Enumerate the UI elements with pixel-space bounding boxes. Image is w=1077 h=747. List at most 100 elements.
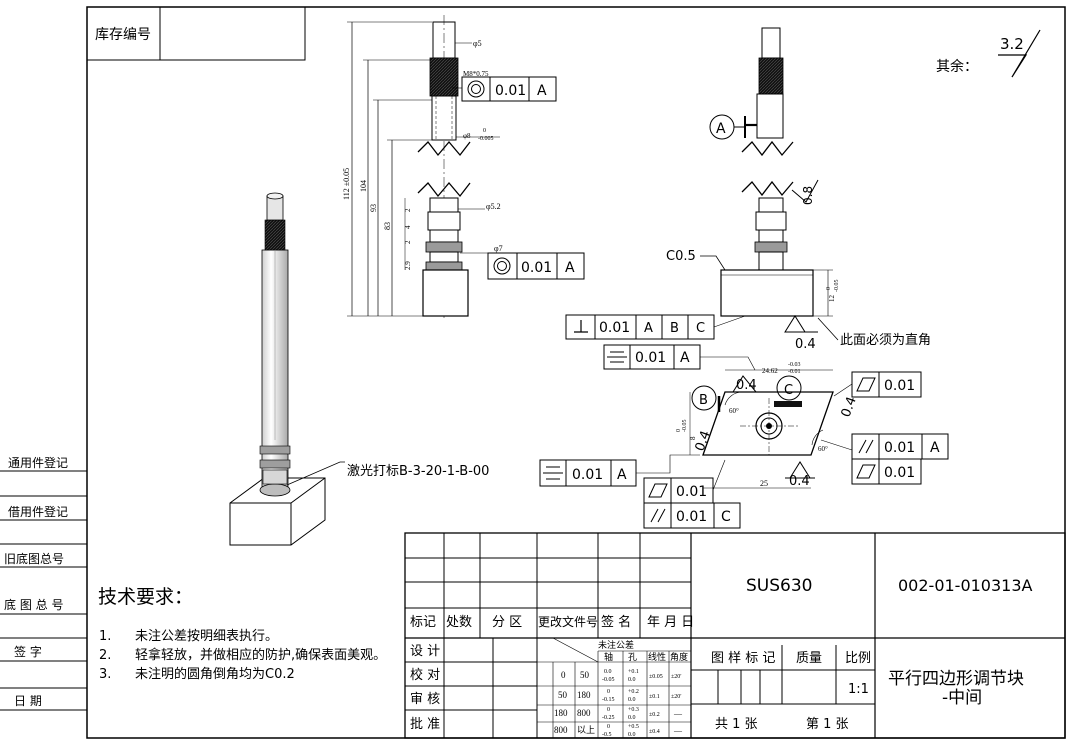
roughness-04-c: 0.4	[693, 429, 714, 454]
tol-row2-linear: ±0.1	[649, 694, 660, 700]
material: SUS630	[746, 576, 812, 596]
dim-h12: 12	[828, 295, 836, 303]
tol-row1-hole-u: +0.1	[628, 669, 639, 675]
gdt-sym-1-value: 0.01	[635, 350, 666, 366]
rev-header-sign: 签 名	[601, 614, 631, 630]
drawing-number: 002-01-010313A	[898, 576, 1033, 595]
stock-number-label: 库存编号	[95, 27, 151, 43]
gdt-sym-2-value: 0.01	[572, 467, 603, 483]
isometric-view: 激光打标B-3-20-1-B-00	[229, 192, 489, 546]
gdt-concentric-2-value: 0.01	[521, 260, 552, 276]
gdt-perpendicularity: 0.01 A B C	[565, 314, 746, 340]
dim-w8-lower: -0.05	[682, 420, 688, 433]
roughness-else-value: 3.2	[1000, 35, 1024, 53]
dim-w2462-upper: -0.03	[788, 362, 801, 368]
dim-d7: φ7	[494, 244, 503, 253]
tol-row2-angle: ±20′	[671, 694, 682, 700]
gdt-perp-value: 0.01	[599, 320, 630, 336]
front-view: 112 ±0.05 104 93 83 2 4 2 2.9 φ5 M8*0.75…	[342, 15, 585, 318]
tol-row3-angle: —	[673, 709, 683, 718]
datum-a-bubble: A	[716, 121, 726, 137]
dim-d8-upper: 0	[483, 128, 486, 134]
mass-label: 质量	[796, 651, 822, 666]
tol-row1-shaft-u: 0.0	[604, 669, 612, 675]
stock-number-box: 库存编号	[86, 6, 306, 61]
gdt-par-2-value: 0.01	[676, 509, 707, 525]
dim-d5: φ5	[473, 39, 482, 48]
tol-row4-hole-u: +0.5	[628, 724, 639, 730]
tol-row1-to: 50	[580, 670, 590, 680]
tol-row2-shaft-u: 0	[607, 689, 610, 695]
role-check: 校 对	[410, 667, 440, 683]
tolerance-table: 未注公差 轴 孔 线性 角度 0 50 0.0 -0.05 +0.1 0.0 ±…	[537, 637, 691, 738]
scale-value: 1:1	[848, 682, 869, 697]
rev-header-zone: 分 区	[492, 615, 522, 630]
side-label-borrow-reg: 借用件登记	[8, 504, 68, 519]
gdt-concentric-2: 0.01 A	[487, 252, 585, 280]
datum-c-bubble: C	[784, 383, 793, 398]
dim-d8: φ8	[463, 132, 471, 140]
tol-row4-shaft-u: 0	[607, 724, 610, 730]
side-registration-column: 通用件登记 借用件登记 旧底图总号 底 图 总 号 签 字 日 期	[0, 455, 87, 711]
tol-row3-hole-l: 0.0	[628, 715, 636, 721]
dim-4: 4	[404, 225, 412, 229]
tech-req-no-3: 3.	[99, 667, 111, 682]
gdt-sym-1-datum: A	[680, 350, 690, 366]
roughness-04-b: 0.4	[736, 378, 757, 393]
title-block: 标记 处数 分 区 更改文件号 签 名 年 月 日 设 计 校 对 审 核 批 …	[404, 532, 1066, 739]
rev-header-date: 年 月 日	[647, 615, 694, 630]
tol-row4-from: 800	[554, 725, 568, 735]
gdt-sym-2-datum: A	[617, 467, 627, 483]
side-label-signature: 签 字	[14, 644, 42, 659]
tol-row2-from: 50	[558, 690, 568, 700]
dim-h12-lower: -0.05	[834, 280, 840, 293]
chamfer-label: C0.5	[666, 249, 696, 264]
gdt-flat-1-value: 0.01	[884, 378, 915, 394]
roughness-else-label: 其余：	[936, 58, 978, 75]
dim-2a: 2	[404, 208, 412, 212]
tol-row3-from: 180	[554, 708, 568, 718]
dim-angle-60-a: 60°	[729, 407, 739, 415]
datum-b-bubble: B	[699, 393, 708, 408]
dim-w2462-lower: -0.01	[788, 369, 801, 375]
gdt-parallel-2: 0.01 C	[643, 502, 741, 529]
tech-req-title: 技术要求：	[98, 586, 193, 608]
gdt-perp-datum-c: C	[696, 321, 705, 336]
dim-w8: 8	[689, 436, 697, 440]
gdt-concentric-1-value: 0.01	[495, 83, 526, 99]
tol-row3-shaft-l: -0.25	[602, 715, 615, 721]
role-approve: 批 准	[410, 717, 440, 732]
gdt-concentric-2-datum: A	[565, 260, 575, 276]
tol-row3-hole-u: +0.3	[628, 707, 639, 713]
tol-title: 未注公差	[598, 639, 634, 650]
side-label-general-reg: 通用件登记	[8, 455, 68, 470]
dim-w8-upper: 0	[676, 429, 682, 432]
tol-header-angle: 角度	[670, 651, 688, 662]
dim-d52: φ5.2	[486, 202, 501, 211]
roughness-08: 0.8	[801, 186, 815, 205]
right-angle-note: 此面必须为直角	[840, 333, 931, 348]
technical-requirements: 技术要求： 1. 未注公差按明细表执行。 2. 轻拿轻放，并做相应的防护,确保表…	[98, 586, 386, 682]
tol-row2-shaft-l: -0.15	[602, 697, 615, 703]
tol-header-shaft: 轴	[604, 651, 613, 662]
tech-req-no-2: 2.	[99, 648, 111, 663]
top-view: B C 0.4 0.4 0.4 0.4 24.62 -0.03 -0.01 25…	[539, 362, 949, 529]
scale-label: 比例	[845, 651, 871, 666]
tol-row4-shaft-l: -0.5	[602, 732, 612, 738]
gdt-par-1-value: 0.01	[884, 440, 915, 456]
dim-d8-lower: -0.005	[478, 136, 494, 142]
tol-row3-linear: ±0.2	[649, 712, 660, 718]
side-label-drawing-no: 底 图 总 号	[4, 597, 63, 612]
gdt-concentric-1: 0.01 A	[452, 76, 557, 102]
tol-row1-shaft-l: -0.05	[602, 677, 615, 683]
dim-83: 83	[383, 222, 392, 230]
dim-2b: 2	[404, 240, 412, 244]
total-sheets: 共 1 张	[715, 717, 758, 732]
tol-row1-from: 0	[561, 670, 566, 680]
tech-req-text-2: 轻拿轻放，并做相应的防护,确保表面美观。	[135, 647, 386, 663]
dim-112: 112 ±0.05	[342, 168, 351, 200]
roughness-else: 其余： 3.2	[936, 29, 1041, 78]
dim-angle-60-b: 60°	[818, 445, 828, 453]
dim-h12-upper: 0	[826, 287, 832, 290]
